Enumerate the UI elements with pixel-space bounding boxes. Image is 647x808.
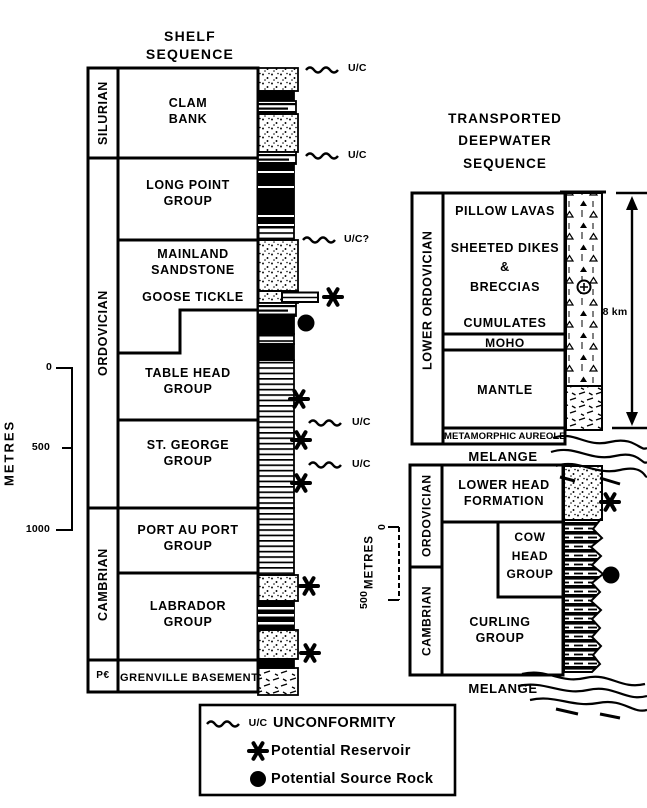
unit-cumulates: CUMULATES [463, 316, 547, 330]
plagiogranite-icon [576, 279, 592, 295]
shelf-scale-0: 0 [45, 361, 52, 373]
shelf-scale-label: METRES [1, 419, 17, 486]
legend-source-rock-icon [250, 771, 266, 787]
legend-unconformity-label: UNCONFORMITY [273, 715, 397, 731]
legend-uc-symbol-label: U/C [248, 717, 268, 729]
uc-label-2: U/C [348, 149, 367, 161]
unit-goose-tickle: GOOSE TICKLE [142, 290, 244, 304]
unconformity-wave-icons [301, 66, 343, 469]
shelf-scale-500: 500 [31, 441, 50, 453]
era-cambrian: CAMBRIAN [95, 548, 110, 622]
sill-protrusion [281, 291, 319, 303]
thickness-arrow [612, 191, 647, 430]
melange-swirl-lower [517, 671, 647, 720]
unit-labrador: LABRADOR GROUP [149, 599, 227, 630]
era-cambrian-deepwater: CAMBRIAN [419, 585, 434, 657]
legend-source-rock-label: Potential Source Rock [271, 771, 434, 787]
unit-table-head: TABLE HEAD GROUP [145, 366, 231, 397]
unit-sheeted-dikes: SHEETED DIKES & BRECCIAS [450, 241, 560, 294]
deepwater-title: TRANSPORTED DEEPWATER SEQUENCE [448, 111, 562, 171]
unit-mantle: MANTLE [477, 383, 533, 397]
unit-long-point: LONG POINT GROUP [146, 178, 230, 209]
unit-port-au-port: PORT AU PORT GROUP [137, 523, 239, 554]
unit-metamorphic-aureole: METAMORPHIC AUREOLE [444, 431, 566, 442]
unit-grenville: GRENVILLE BASEMENT [120, 672, 259, 684]
unit-st-george: ST. GEORGE GROUP [146, 438, 230, 469]
era-ordovician: ORDOVICIAN [95, 290, 110, 376]
melange-swirl-upper [550, 434, 647, 486]
era-lower-ordovician: LOWER ORDOVICIAN [420, 230, 435, 370]
unit-lower-head: LOWER HEAD FORMATION [458, 478, 550, 509]
era-silurian: SILURIAN [95, 81, 110, 145]
era-ordovician-deepwater: ORDOVICIAN [419, 474, 434, 558]
shelf-scale-bracket [56, 367, 73, 531]
source-rock-circle-icons [297, 314, 620, 584]
uc-label-5: U/C [352, 458, 371, 470]
unit-curling: CURLING GROUP [469, 615, 531, 646]
legend-reservoir-icon [247, 741, 269, 761]
melange-bottom-label: MELANGE [468, 681, 538, 696]
deepwater-lithology-column [563, 465, 605, 673]
era-precambrian: P€ [96, 670, 110, 681]
unit-pillow-lavas: PILLOW LAVAS [455, 204, 555, 218]
melange-top-label: MELANGE [468, 449, 538, 464]
uc-label-3: U/C? [344, 233, 370, 245]
legend-box [198, 703, 457, 797]
shelf-scale-1000: 1000 [25, 523, 50, 535]
ophiolite-lithology-column [560, 190, 606, 431]
deepwater-scale-bracket [388, 526, 400, 601]
deepwater-scale-label: METRES [363, 535, 376, 589]
unit-clam-bank: CLAM BANK [168, 96, 208, 127]
uc-label-1: U/C [348, 62, 367, 74]
uc-label-4: U/C [352, 416, 371, 428]
deepwater-boxes [408, 191, 567, 677]
deepwater-scale-500: 500 [357, 590, 370, 610]
legend-reservoir-label: Potential Reservoir [271, 743, 411, 759]
shelf-lithology-column [257, 67, 319, 696]
unit-mainland-sandstone: MAINLAND SANDSTONE [151, 247, 235, 278]
deepwater-scale-0: 0 [375, 523, 388, 531]
thickness-label: 8 km [602, 306, 628, 318]
unit-cow-head: COW HEAD GROUP [506, 530, 554, 582]
shelf-title: SHELF SEQUENCE [145, 28, 235, 63]
unit-moho: MOHO [485, 336, 525, 350]
legend-unconformity-icon [205, 720, 241, 728]
